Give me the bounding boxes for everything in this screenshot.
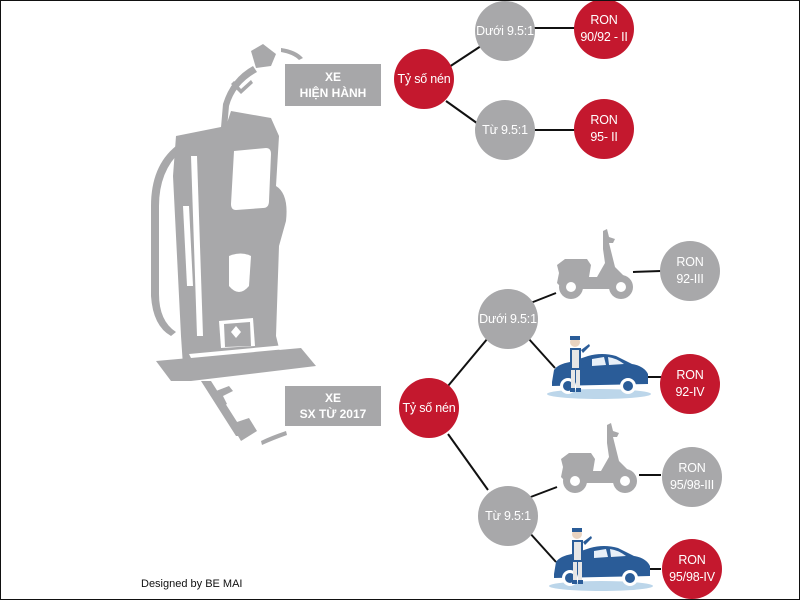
- condition-node-from-2017: Từ 9.5:1: [478, 486, 538, 546]
- node-text: 90/92 - II: [580, 30, 628, 44]
- condition-node-below-2017: Dưới 9.5:1: [478, 289, 538, 349]
- node-text: Từ 9.5:1: [485, 508, 531, 523]
- edge-from2-car: [527, 530, 557, 563]
- edge-root2-below: [447, 337, 489, 387]
- edge-root2-from: [447, 433, 489, 491]
- node-text: Dưới 9.5:1: [479, 311, 537, 326]
- node-text: RON: [678, 553, 706, 567]
- node-text: Từ 9.5:1: [482, 122, 528, 137]
- label-current-line2: HIỆN HÀNH: [299, 86, 367, 100]
- node-text: Dưới 9.5:1: [476, 23, 534, 38]
- node-text: RON: [676, 368, 704, 382]
- label-2017-vehicles: XE SX TỪ 2017: [285, 386, 381, 426]
- label-current-line1: XE: [324, 70, 341, 84]
- node-text: RON: [590, 113, 618, 127]
- label-2017-line2: SX TỪ 2017: [299, 407, 367, 421]
- edge-root1-below: [445, 45, 482, 70]
- scooter-icon: [557, 229, 633, 299]
- node-text: 92-IV: [675, 385, 705, 399]
- node-text: 95/98-IV: [669, 570, 715, 584]
- node-text: 95/98-III: [669, 478, 715, 492]
- result-node-ron-90-92-ii: RON 90/92 - II: [574, 1, 634, 59]
- edge-below2-car: [527, 337, 556, 369]
- result-node-ron-92-iv: RON 92-IV: [660, 354, 720, 414]
- node-text: RON: [676, 255, 704, 269]
- node-text: RON: [590, 13, 618, 27]
- label-2017-line1: XE: [324, 391, 341, 405]
- result-node-ron-95-98-iv: RON 95/98-IV: [662, 539, 722, 599]
- scooter-icon: [561, 423, 637, 493]
- fuel-pump-icon: [151, 44, 316, 445]
- node-text: RON: [678, 461, 706, 475]
- edge-from2-scooter: [527, 486, 558, 499]
- node-text: 92-III: [676, 272, 704, 286]
- node-text: 95- II: [590, 130, 618, 144]
- edge-scooter1-ron: [632, 270, 662, 273]
- condition-node-from: Từ 9.5:1: [475, 100, 535, 160]
- result-node-ron-95-98-iii: RON 95/98-III: [662, 447, 722, 507]
- node-text: Tỷ số nén: [402, 400, 456, 415]
- car-with-mechanic-icon: [547, 336, 651, 399]
- root-node-compression-ratio: Tỷ số nén: [394, 49, 454, 109]
- root-node-compression-ratio-2017: Tỷ số nén: [399, 378, 459, 438]
- node-text: Tỷ số nén: [397, 71, 451, 86]
- car-with-mechanic-icon: [549, 528, 653, 591]
- result-node-ron-92-iii: RON 92-III: [660, 241, 720, 301]
- label-current-vehicles: XE HIỆN HÀNH: [285, 64, 381, 106]
- designer-credit: Designed by BE MAI: [141, 578, 243, 590]
- result-node-ron-95-ii: RON 95- II: [574, 99, 634, 159]
- condition-node-below: Dưới 9.5:1: [475, 1, 535, 61]
